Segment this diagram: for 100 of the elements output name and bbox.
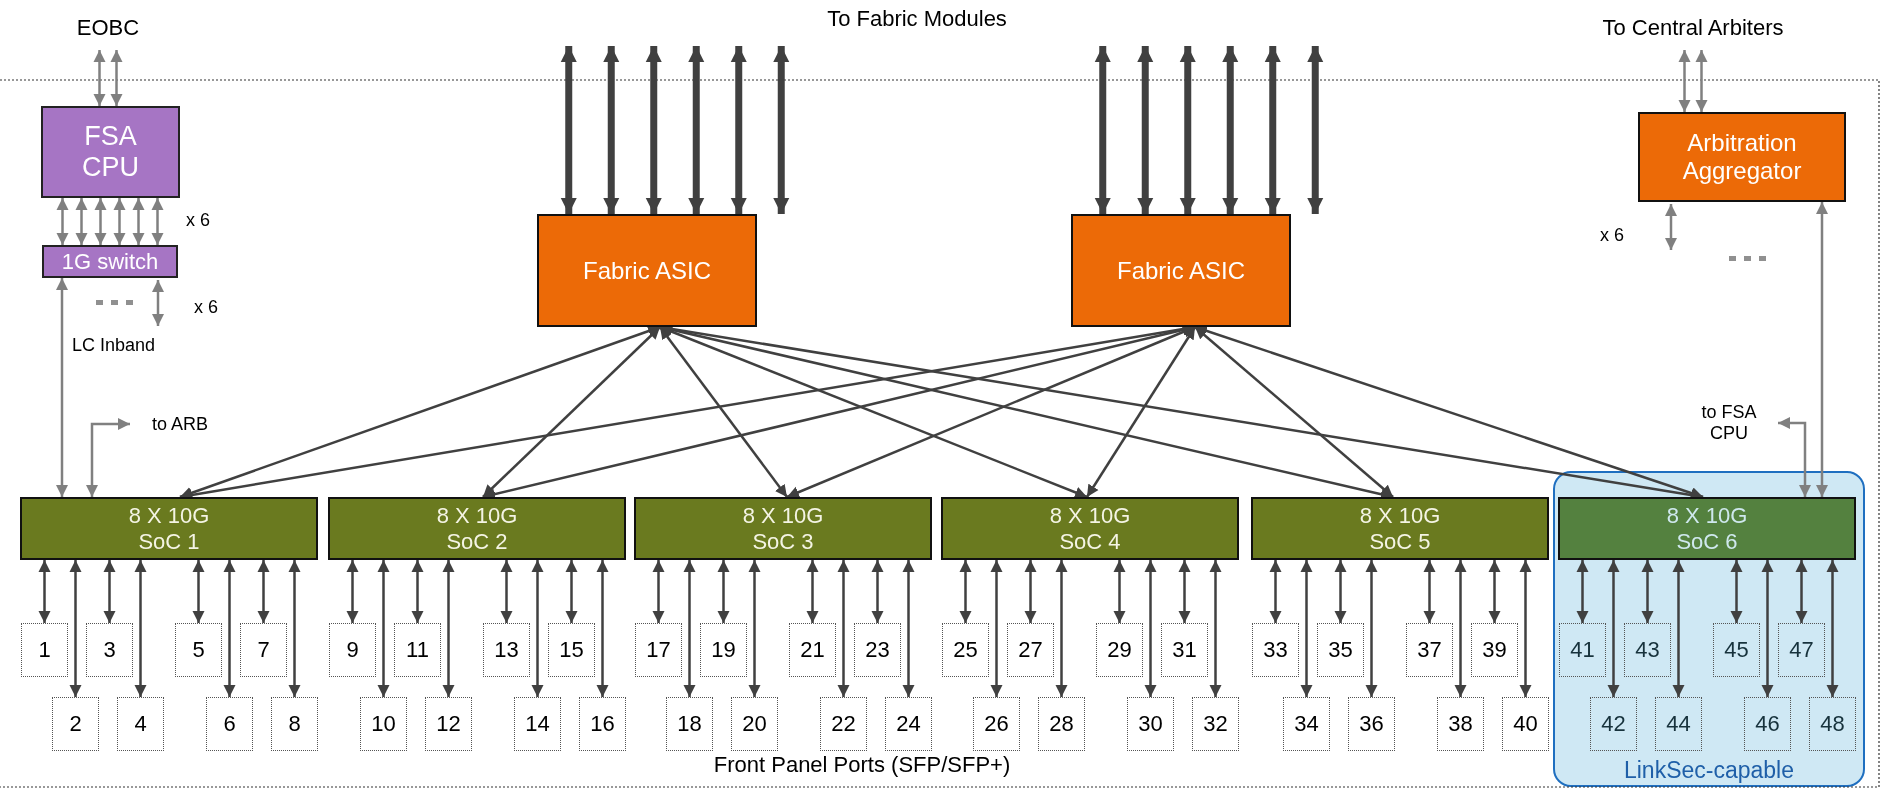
arrow [1519, 560, 1532, 697]
port-box: 30 [1127, 697, 1174, 751]
arrow [1826, 560, 1839, 697]
arrow [132, 198, 145, 245]
arrow [38, 560, 51, 623]
port-box: 17 [635, 623, 682, 677]
arrow [1085, 326, 1197, 498]
arrow [86, 418, 130, 497]
arrow [717, 560, 730, 623]
arrow [1055, 560, 1068, 697]
port-box: 1 [21, 623, 68, 677]
arrow [56, 278, 68, 497]
port-box: 38 [1437, 697, 1484, 751]
port-box: 2 [52, 697, 99, 751]
destination-label: To Central Arbiters [1600, 6, 1786, 50]
arrow [103, 560, 116, 623]
arrow [257, 560, 270, 623]
arrow [1665, 204, 1677, 250]
arrow [1695, 50, 1708, 112]
destination-label: to ARB [134, 410, 226, 438]
arrow [959, 560, 972, 623]
arrow [837, 560, 850, 697]
arrow [596, 560, 609, 697]
arrow [683, 560, 696, 697]
port-box: 48 [1809, 697, 1856, 751]
arrow [1795, 560, 1808, 623]
port-box: 22 [820, 697, 867, 751]
port-box: 6 [206, 697, 253, 751]
port-box: 44 [1655, 697, 1702, 751]
section-label: To Fabric Modules [827, 6, 1007, 32]
arrow [1113, 560, 1126, 623]
port-box: 20 [731, 697, 778, 751]
port-box: 13 [483, 623, 530, 677]
section-label: Front Panel Ports (SFP/SFP+) [713, 752, 1011, 778]
port-box: 16 [579, 697, 626, 751]
port-box: 24 [885, 697, 932, 751]
arrow [192, 560, 205, 623]
port-box: 46 [1744, 697, 1791, 751]
arrow [1300, 560, 1313, 697]
port-box: 32 [1192, 697, 1239, 751]
port-box: 21 [789, 623, 836, 677]
arrow [69, 560, 82, 697]
port-box: 29 [1096, 623, 1143, 677]
arrow [1209, 560, 1222, 697]
port-box: 45 [1713, 623, 1760, 677]
port-box: 10 [360, 697, 407, 751]
soc-block: 8 X 10G SoC 1 [20, 497, 318, 560]
cpu-block: FSA CPU [41, 106, 180, 198]
arrow [134, 560, 147, 697]
arrow [1024, 560, 1037, 623]
arrow [1607, 560, 1620, 697]
soc-block: 8 X 10G SoC 5 [1251, 497, 1549, 560]
multiplier-label: x 6 [1600, 225, 1624, 246]
port-box: 28 [1038, 697, 1085, 751]
arrow [152, 280, 164, 326]
port-box: 47 [1778, 623, 1825, 677]
region-label: LinkSec-capable [1623, 756, 1795, 783]
highlight-region [1553, 471, 1865, 787]
arrow [652, 560, 665, 623]
port-box: 12 [425, 697, 472, 751]
arrow [1269, 560, 1282, 623]
arrow [1576, 560, 1589, 623]
port-box: 43 [1624, 623, 1671, 677]
multiplier-label: x 6 [194, 297, 218, 318]
port-box: 14 [514, 697, 561, 751]
arrow [871, 560, 884, 623]
aggregator-block: Arbitration Aggregator [1638, 112, 1846, 202]
arrow [411, 560, 424, 623]
soc-block: 8 X 10G SoC 3 [634, 497, 932, 560]
arrow [1641, 560, 1654, 623]
port-box: 9 [329, 623, 376, 677]
arrow [377, 560, 390, 697]
arrow [1194, 326, 1394, 498]
port-box: 7 [240, 623, 287, 677]
port-box: 35 [1317, 623, 1364, 677]
arrow [748, 560, 761, 697]
port-box: 31 [1161, 623, 1208, 677]
multiplier-label: x 6 [186, 210, 210, 231]
port-box: 15 [548, 623, 595, 677]
arrow [1672, 560, 1685, 697]
arrow [94, 198, 107, 245]
arrow [1678, 50, 1691, 112]
port-box: 5 [175, 623, 222, 677]
port-box: 23 [854, 623, 901, 677]
soc-block: 8 X 10G SoC 6 [1558, 497, 1856, 560]
arrow [482, 326, 661, 498]
arrow [288, 560, 301, 697]
arrow [565, 560, 578, 623]
arrow [75, 198, 88, 245]
port-box: 39 [1471, 623, 1518, 677]
asic-block: Fabric ASIC [537, 214, 757, 327]
arrow [442, 560, 455, 697]
port-box: 19 [700, 623, 747, 677]
port-box: 33 [1252, 623, 1299, 677]
asic-block: Fabric ASIC [1071, 214, 1291, 327]
arrow [223, 560, 236, 697]
port-box: 8 [271, 697, 318, 751]
arrow [1778, 417, 1811, 497]
arrow [1144, 560, 1157, 697]
destination-label: EOBC [70, 6, 146, 50]
